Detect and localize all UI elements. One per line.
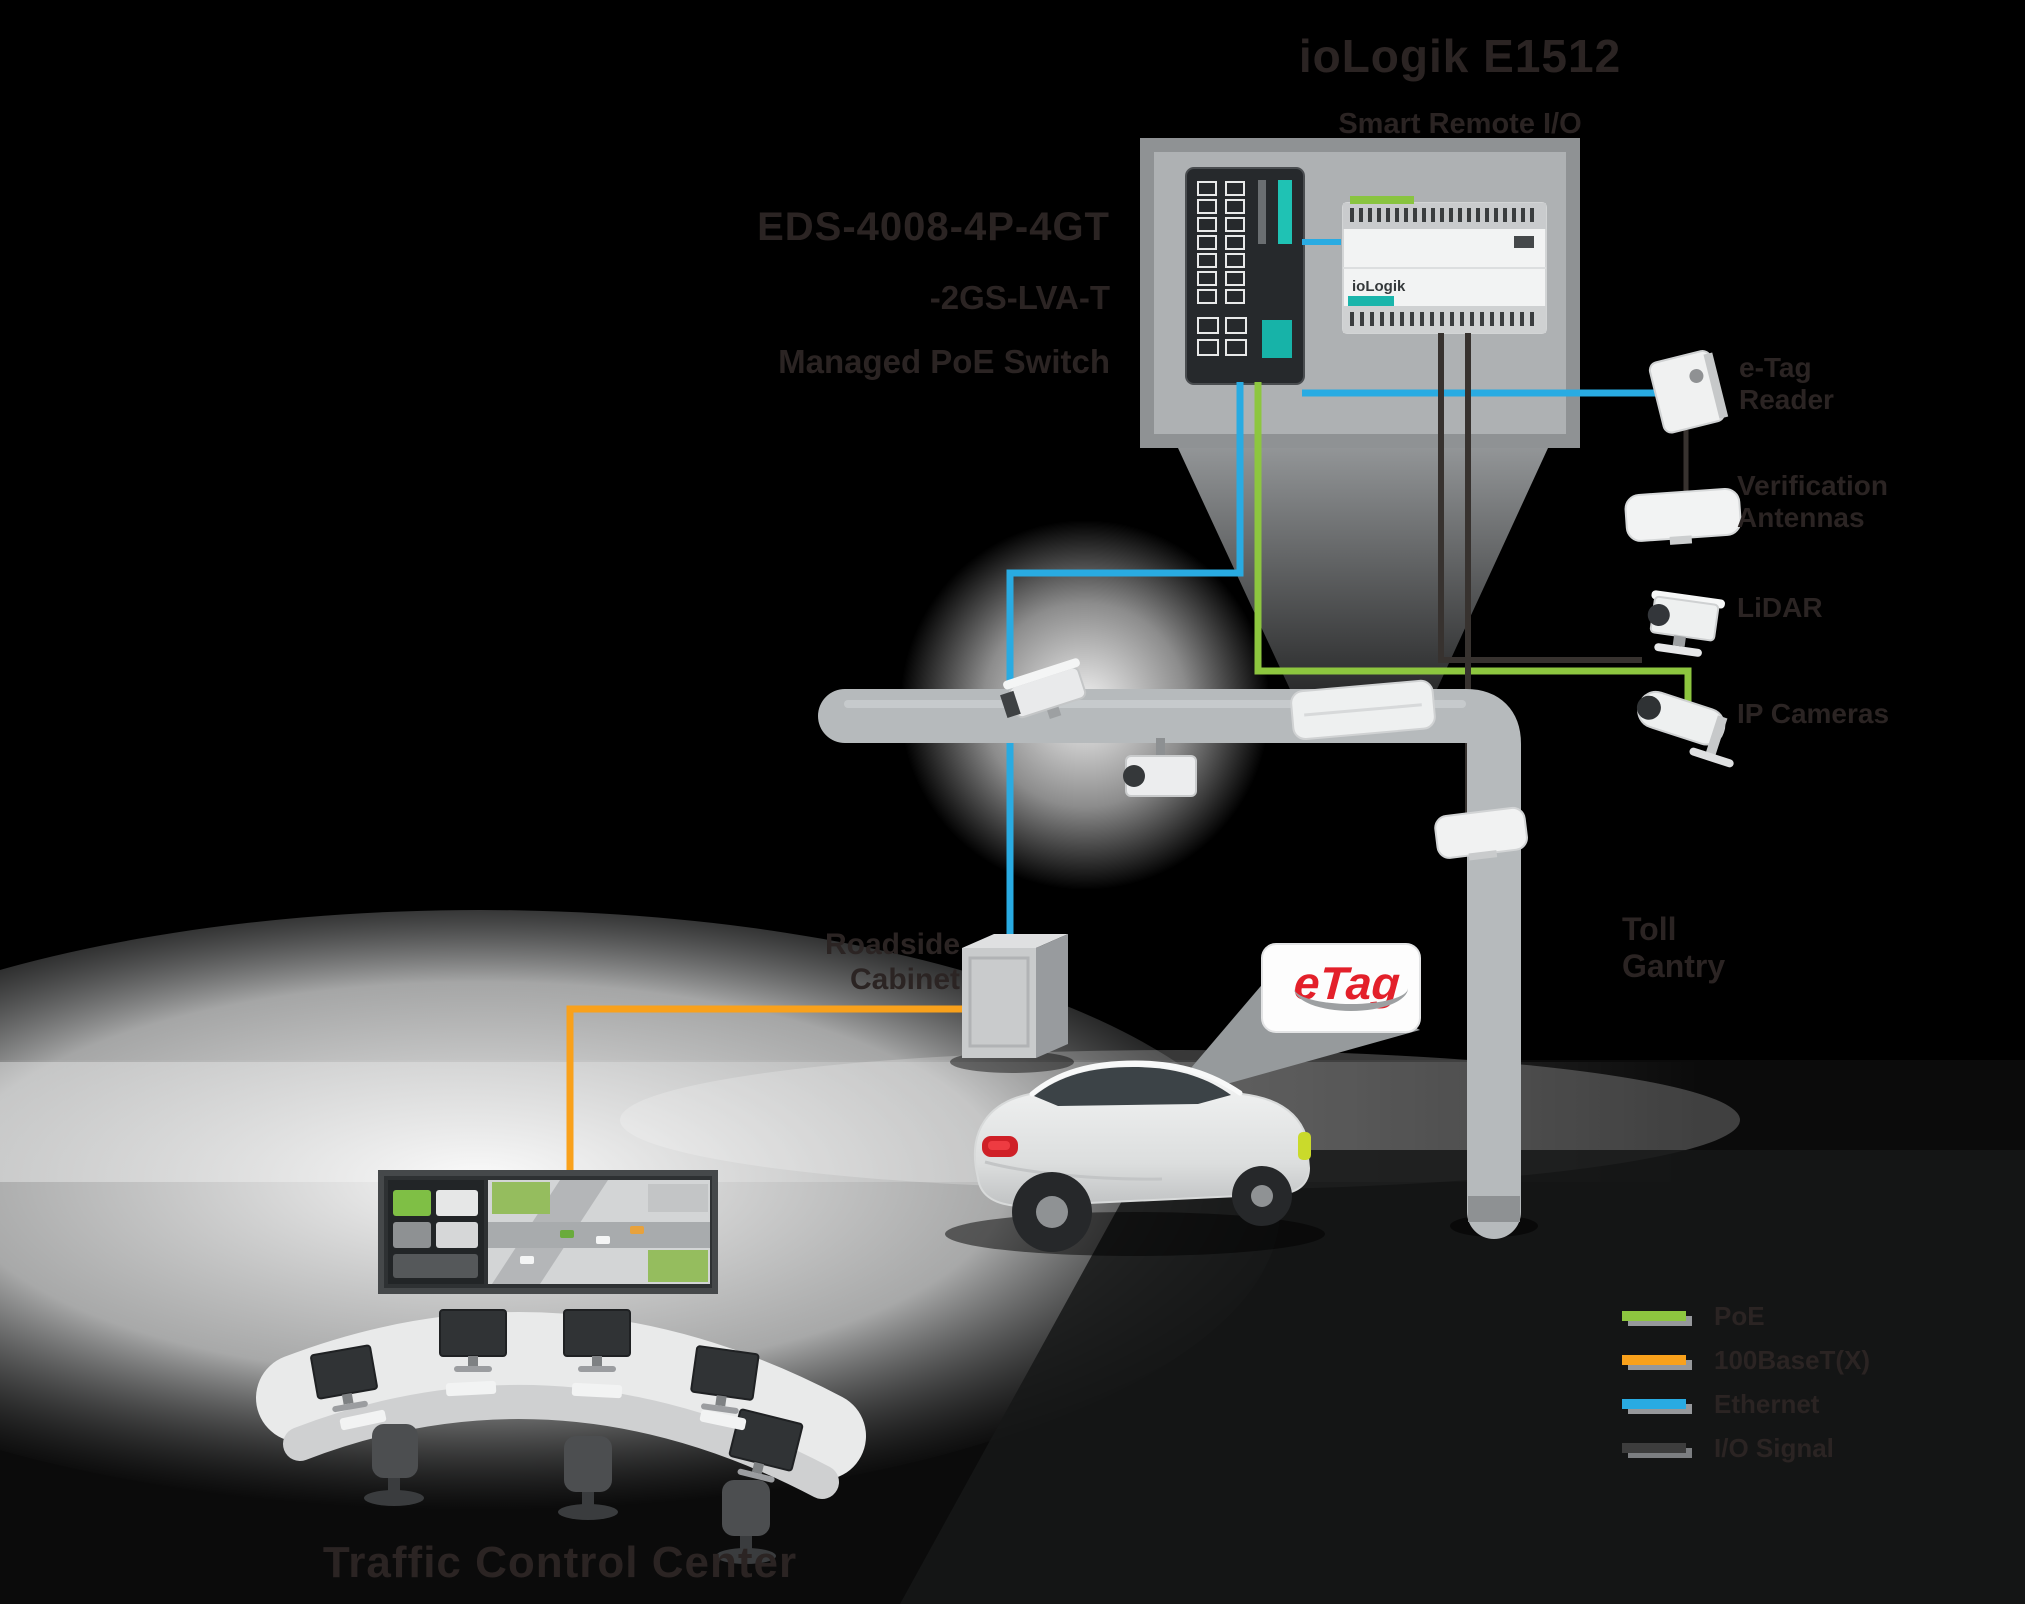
switch-model-line1: EDS-4008-4P-4GT [757, 205, 1110, 250]
legend-row-poe: PoE [1622, 1294, 1870, 1338]
io-line-swatch [1622, 1443, 1686, 1453]
fiber-line-swatch [1622, 1355, 1686, 1365]
car-icon [945, 1060, 1325, 1256]
diagram-title: ioLogik E1512 Smart Remote I/O [1255, 12, 1665, 159]
chair-icon [716, 1480, 776, 1564]
legend-label-io: I/O Signal [1714, 1432, 1834, 1463]
keyboard-icon [445, 1380, 497, 1397]
poe-line-to-camera [1254, 382, 1692, 708]
fiber-line-to-tcc [566, 1005, 966, 1182]
verification-antennas-label: Verification Antennas [1737, 470, 1888, 534]
legend-label-ethernet: Ethernet [1714, 1388, 1820, 1419]
monitor-icon [690, 1345, 760, 1414]
monitor-icon [728, 1408, 804, 1483]
connection-lines [566, 239, 1692, 1182]
toll-gantry-label: Toll Gantry [1622, 911, 1726, 984]
legend-row-io: I/O Signal [1622, 1426, 1870, 1470]
keyboard-icon [339, 1409, 387, 1431]
lidar-label: LiDAR [1737, 592, 1823, 623]
roadside-cabinet-label: Roadside Cabinet [824, 928, 960, 996]
gantry-camera-2-icon [1123, 738, 1197, 797]
roadside-cabinet-icon [950, 934, 1074, 1073]
traffic-control-center-label: Traffic Control Center [322, 1538, 798, 1587]
ethernet-line-to-cabinet [1006, 382, 1244, 940]
etag-reader-label: e-Tag Reader [1739, 352, 1834, 416]
control-room-consoles [256, 1309, 866, 1564]
legend-label-100base: 100BaseT(X) [1714, 1344, 1871, 1375]
switch-label: EDS-4008-4P-4GT -2GS-LVA-T Managed PoE S… [640, 186, 1110, 399]
poe-switch-icon [1185, 167, 1305, 385]
gantry-antenna-icon [1434, 806, 1528, 861]
io-line-to-lidar [1438, 333, 1642, 663]
ip-camera-icon [1636, 690, 1734, 768]
gantry-reader-pad-icon [1290, 679, 1436, 741]
keyboard-icon [699, 1409, 747, 1431]
video-wall-icon [378, 1170, 718, 1294]
lidar-icon [1647, 590, 1725, 657]
chair-icon [558, 1436, 618, 1520]
ip-cameras-label: IP Cameras [1737, 698, 1890, 729]
keyboard-icon [571, 1382, 623, 1399]
switch-type-label: Managed PoE Switch [778, 343, 1110, 381]
cabinet-callout-funnel [1178, 448, 1548, 700]
legend-row-100base: 100BaseT(X) [1622, 1338, 1870, 1382]
poe-line-swatch [1622, 1311, 1686, 1321]
switch-model-line2: -2GS-LVA-T [929, 278, 1110, 316]
monitor-icon [439, 1309, 507, 1372]
monitor-icon [310, 1344, 378, 1413]
iologik-brand-text: ioLogik [1352, 278, 1406, 295]
legend-label-poe: PoE [1714, 1300, 1765, 1331]
legend-row-ethernet: Ethernet [1622, 1382, 1870, 1426]
iologik-subtitle: Smart Remote I/O [1338, 107, 1582, 140]
monitor-icon [563, 1309, 631, 1372]
iologik-module-icon [1342, 196, 1547, 334]
chair-icon [364, 1424, 424, 1506]
iologik-title: ioLogik E1512 [1298, 30, 1622, 83]
etag-reader-icon [1648, 350, 1729, 434]
verification-antenna-icon [1624, 487, 1742, 545]
legend: PoE 100BaseT(X) Ethernet I/O Signal [1622, 1294, 1870, 1470]
etag-swoosh-graphic [1294, 972, 1408, 1011]
ethernet-line-swatch [1622, 1399, 1686, 1409]
gantry-camera-1-icon [1000, 658, 1087, 719]
